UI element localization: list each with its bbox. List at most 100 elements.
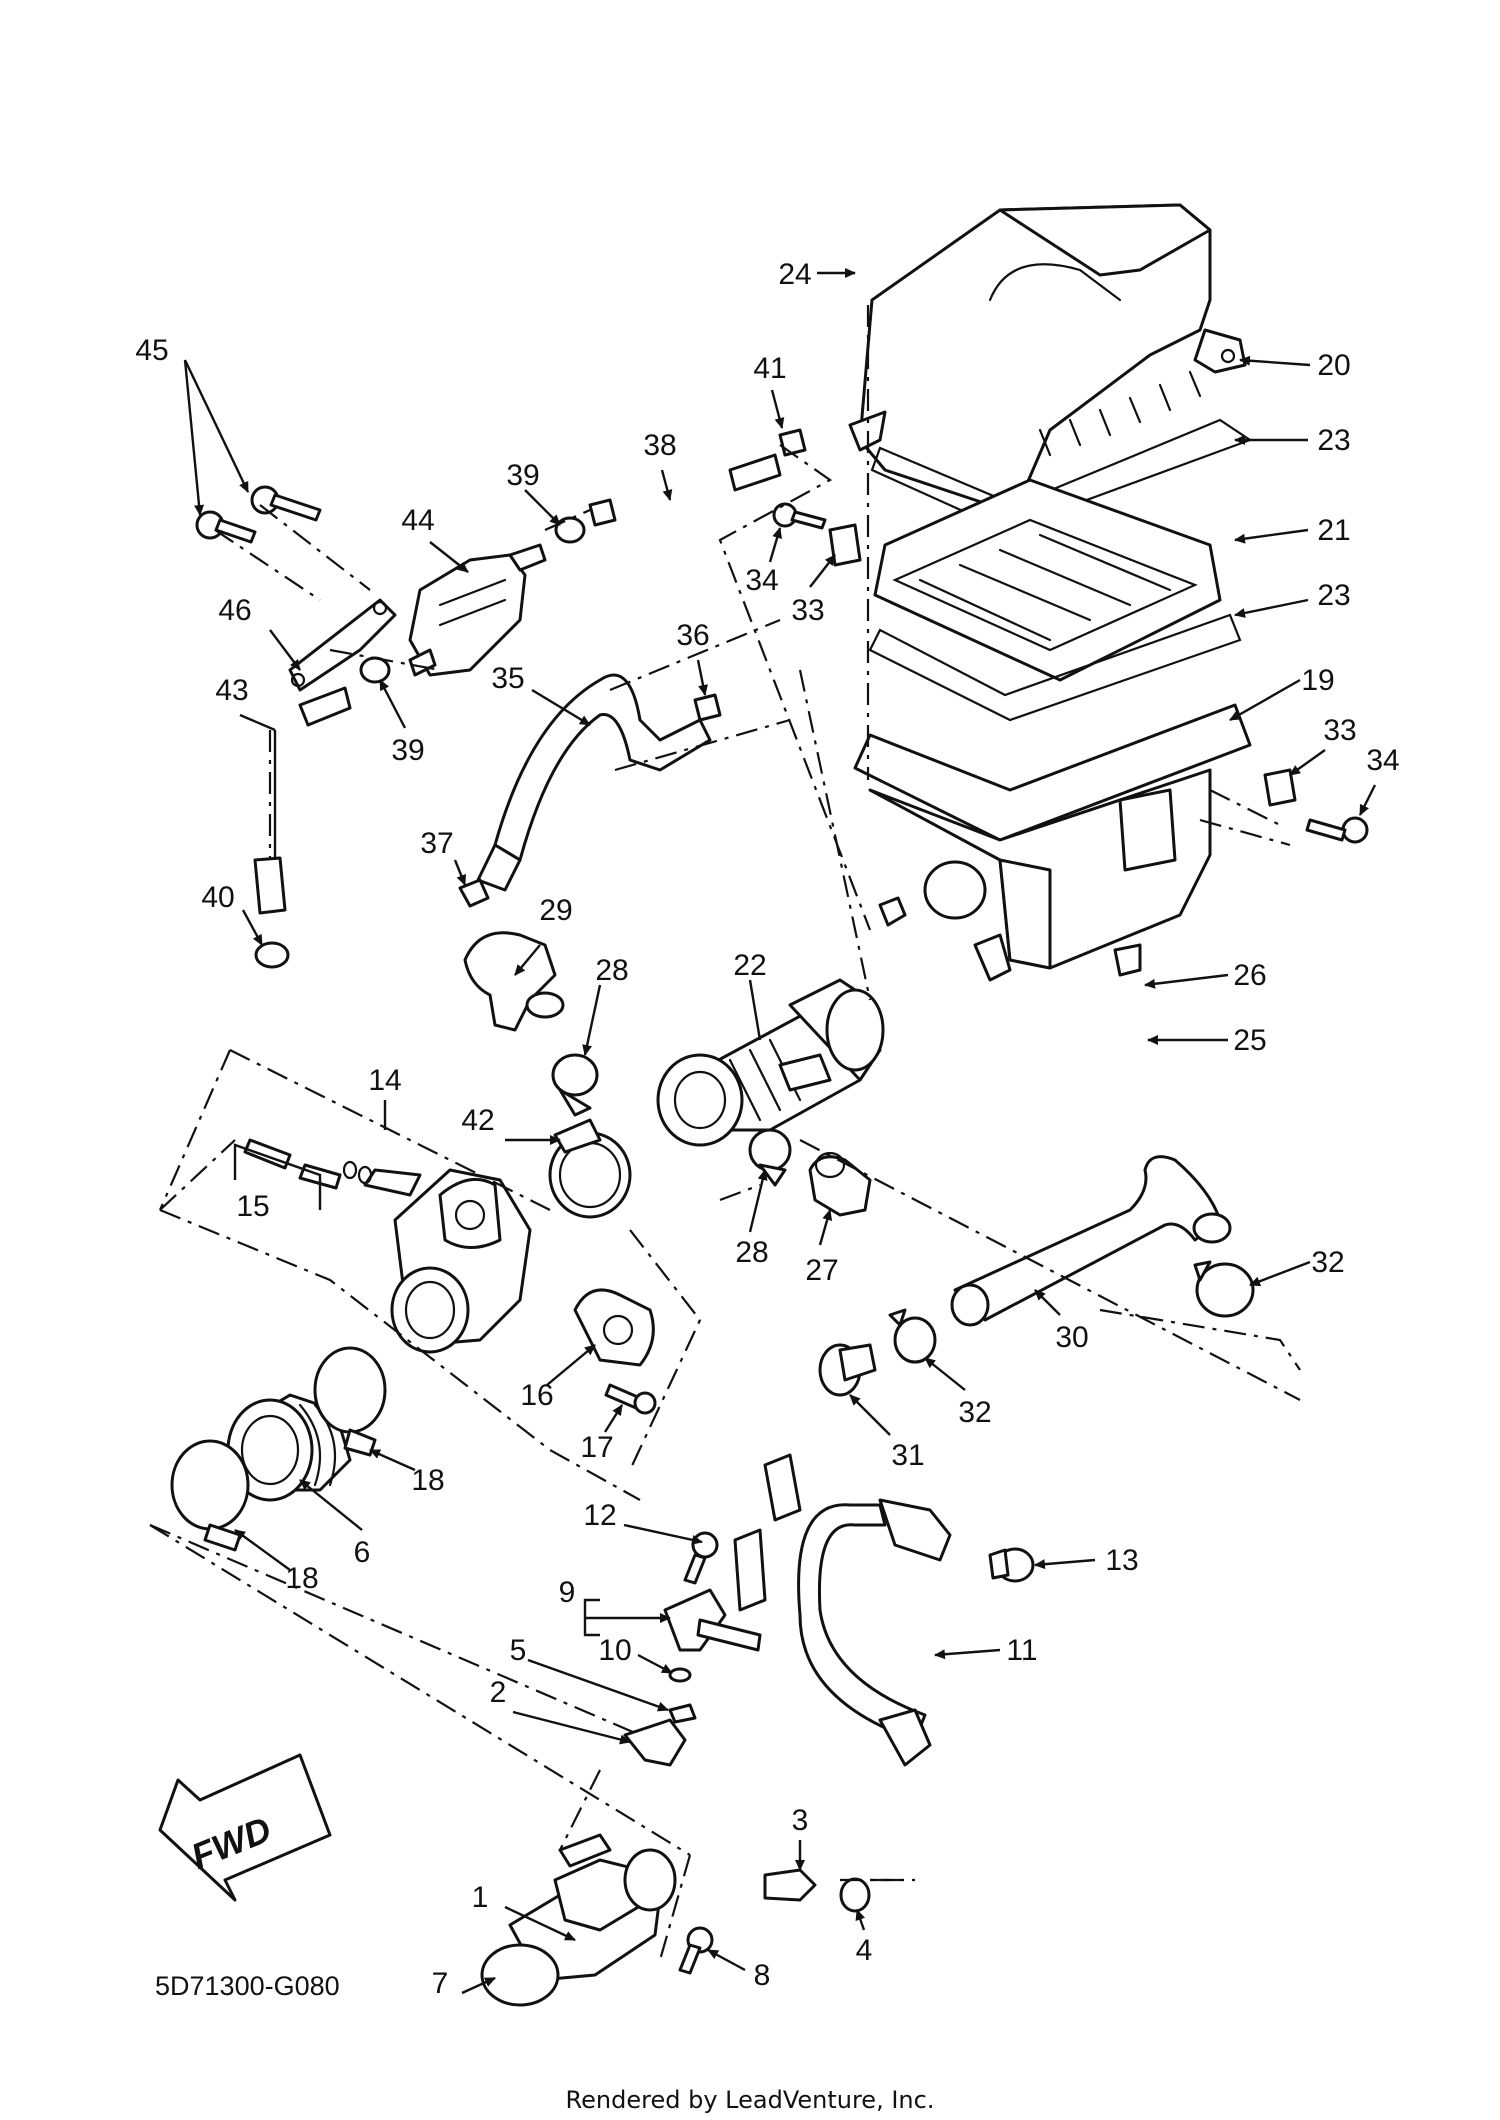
callout-35: 35 (491, 662, 524, 695)
callout-16: 16 (520, 1379, 553, 1412)
nozzle-3 (763, 1868, 817, 1902)
collar-5 (668, 1703, 697, 1724)
rubber-elbow (463, 931, 565, 1032)
joint-6 (226, 1393, 352, 1502)
throttle-adjust-screw (243, 1138, 373, 1190)
bracket-46 (288, 598, 397, 692)
air-filter-case (853, 703, 1252, 982)
callout-45: 45 (135, 334, 168, 367)
callout-43: 43 (215, 674, 248, 707)
callout-39a: 39 (506, 459, 539, 492)
bolt-8 (678, 1926, 714, 1975)
callout-32b: 32 (958, 1396, 991, 1429)
callout-13: 13 (1105, 1544, 1138, 1577)
air-filter-element (873, 478, 1222, 682)
callout-38: 38 (643, 429, 676, 462)
callout-28b: 28 (735, 1236, 768, 1269)
filter-gasket-lower (868, 613, 1242, 722)
callout-3: 3 (792, 1804, 809, 1837)
callout-40: 40 (201, 881, 234, 914)
footer-credit: Rendered by LeadVenture, Inc. (566, 2086, 935, 2114)
callout-1: 1 (472, 1881, 489, 1914)
callout-33a: 33 (791, 594, 824, 627)
plug-31 (818, 1343, 877, 1397)
callout-20: 20 (1317, 349, 1350, 382)
callout-21: 21 (1317, 514, 1350, 547)
callout-34b: 34 (1366, 744, 1399, 777)
callout-37: 37 (420, 827, 453, 860)
clamp-28-upper (551, 1053, 599, 1117)
valve-44 (408, 543, 547, 677)
callout-labels: 1 2 3 4 5 6 7 8 9 10 11 12 13 14 15 16 1… (135, 258, 1399, 2000)
clamp-32-upper (1193, 1260, 1255, 1318)
clamp-18-upper (313, 1346, 387, 1457)
bolt-34-lower (1305, 816, 1369, 844)
callout-8: 8 (754, 1959, 771, 1992)
clamp-36 (693, 693, 722, 722)
callout-39b: 39 (391, 734, 424, 767)
callout-15: 15 (236, 1190, 269, 1223)
hose-clamp-42 (548, 1118, 632, 1219)
air-intake-duct (656, 978, 885, 1147)
callout-27: 27 (805, 1254, 838, 1287)
callout-5: 5 (510, 1634, 527, 1667)
clamp-18-lower (170, 1439, 250, 1552)
callout-18a: 18 (411, 1464, 444, 1497)
clamp-40 (254, 941, 290, 969)
clamp-39-upper (554, 516, 586, 544)
cap-13 (988, 1547, 1035, 1583)
clamp-4 (839, 1877, 871, 1913)
callout-14: 14 (368, 1064, 401, 1097)
callout-17: 17 (580, 1431, 613, 1464)
callout-30: 30 (1055, 1321, 1088, 1354)
leader-lines (183, 268, 1377, 1995)
clamp-39-lower (359, 656, 391, 684)
callout-2: 2 (490, 1676, 507, 1709)
callout-19: 19 (1301, 664, 1334, 697)
callout-46: 46 (218, 594, 251, 627)
hose-35 (476, 673, 712, 892)
pressure-sensor (808, 1151, 872, 1217)
callout-44: 44 (401, 504, 434, 537)
forward-arrow: FWD (158, 1753, 332, 1902)
oring-10 (668, 1667, 692, 1683)
callout-29: 29 (539, 894, 572, 927)
hose-43 (253, 686, 352, 915)
fuel-injector (663, 1453, 802, 1652)
clip-41 (778, 428, 807, 457)
callout-6: 6 (354, 1536, 371, 1569)
clamp-32-lower (888, 1308, 937, 1364)
drawing-code: 5D71300-G080 (155, 1971, 340, 2001)
clip-33-lower (1263, 768, 1297, 807)
callout-7: 7 (432, 1967, 449, 2000)
callout-9: 9 (559, 1576, 576, 1609)
breather-hose (950, 1155, 1232, 1327)
clip-33-upper (828, 523, 862, 567)
throttle-body (363, 1168, 532, 1354)
callout-41: 41 (753, 352, 786, 385)
clamp-37 (458, 878, 490, 908)
clamp-28-lower (748, 1128, 792, 1187)
callout-34a: 34 (745, 564, 778, 597)
throttle-sensor (573, 1288, 655, 1367)
callout-25: 25 (1233, 1024, 1266, 1057)
callout-4: 4 (856, 1934, 873, 1967)
callout-28a: 28 (595, 954, 628, 987)
callout-12: 12 (583, 1499, 616, 1532)
callout-10: 10 (598, 1634, 631, 1667)
callout-31: 31 (891, 1439, 924, 1472)
bolt-17 (604, 1383, 657, 1415)
callout-24: 24 (778, 258, 811, 291)
bolts-45 (195, 485, 322, 544)
callout-36: 36 (676, 619, 709, 652)
bolt-34-upper (772, 502, 827, 530)
callout-33b: 33 (1323, 714, 1356, 747)
callout-18b: 18 (285, 1562, 318, 1595)
callout-42: 42 (461, 1104, 494, 1137)
callout-11: 11 (1006, 1634, 1037, 1667)
assembly-lines (149, 305, 1301, 1961)
callout-23b: 23 (1317, 579, 1350, 612)
oring-7 (480, 1943, 560, 2007)
hose-38 (588, 453, 782, 527)
